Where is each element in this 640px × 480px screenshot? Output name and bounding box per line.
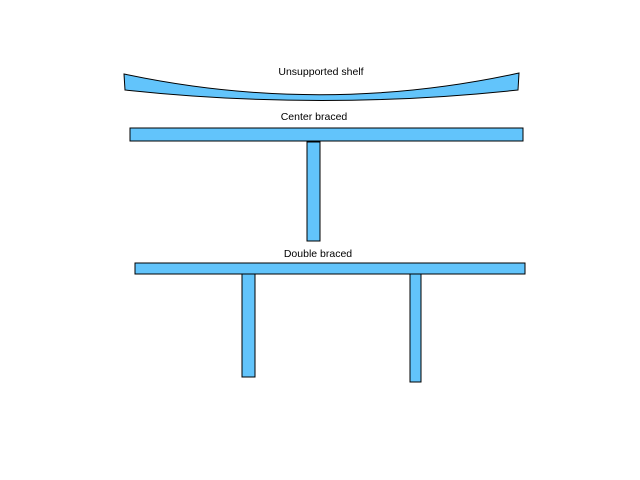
unsupported-shelf-label: Unsupported shelf [278,66,363,78]
unsupported-shelf-group: Unsupported shelf [123,66,520,101]
right-brace-post [409,273,422,383]
unsupported-shelf-board [123,72,520,101]
double-braced-group: Double braced [134,248,526,383]
center-braced-board [129,127,524,142]
center-braced-group: Center braced [129,111,524,242]
center-braced-label: Center braced [281,111,348,123]
left-brace-post [241,273,256,378]
double-braced-board [134,262,526,275]
double-braced-label: Double braced [284,248,352,260]
center-brace-post [306,141,321,242]
